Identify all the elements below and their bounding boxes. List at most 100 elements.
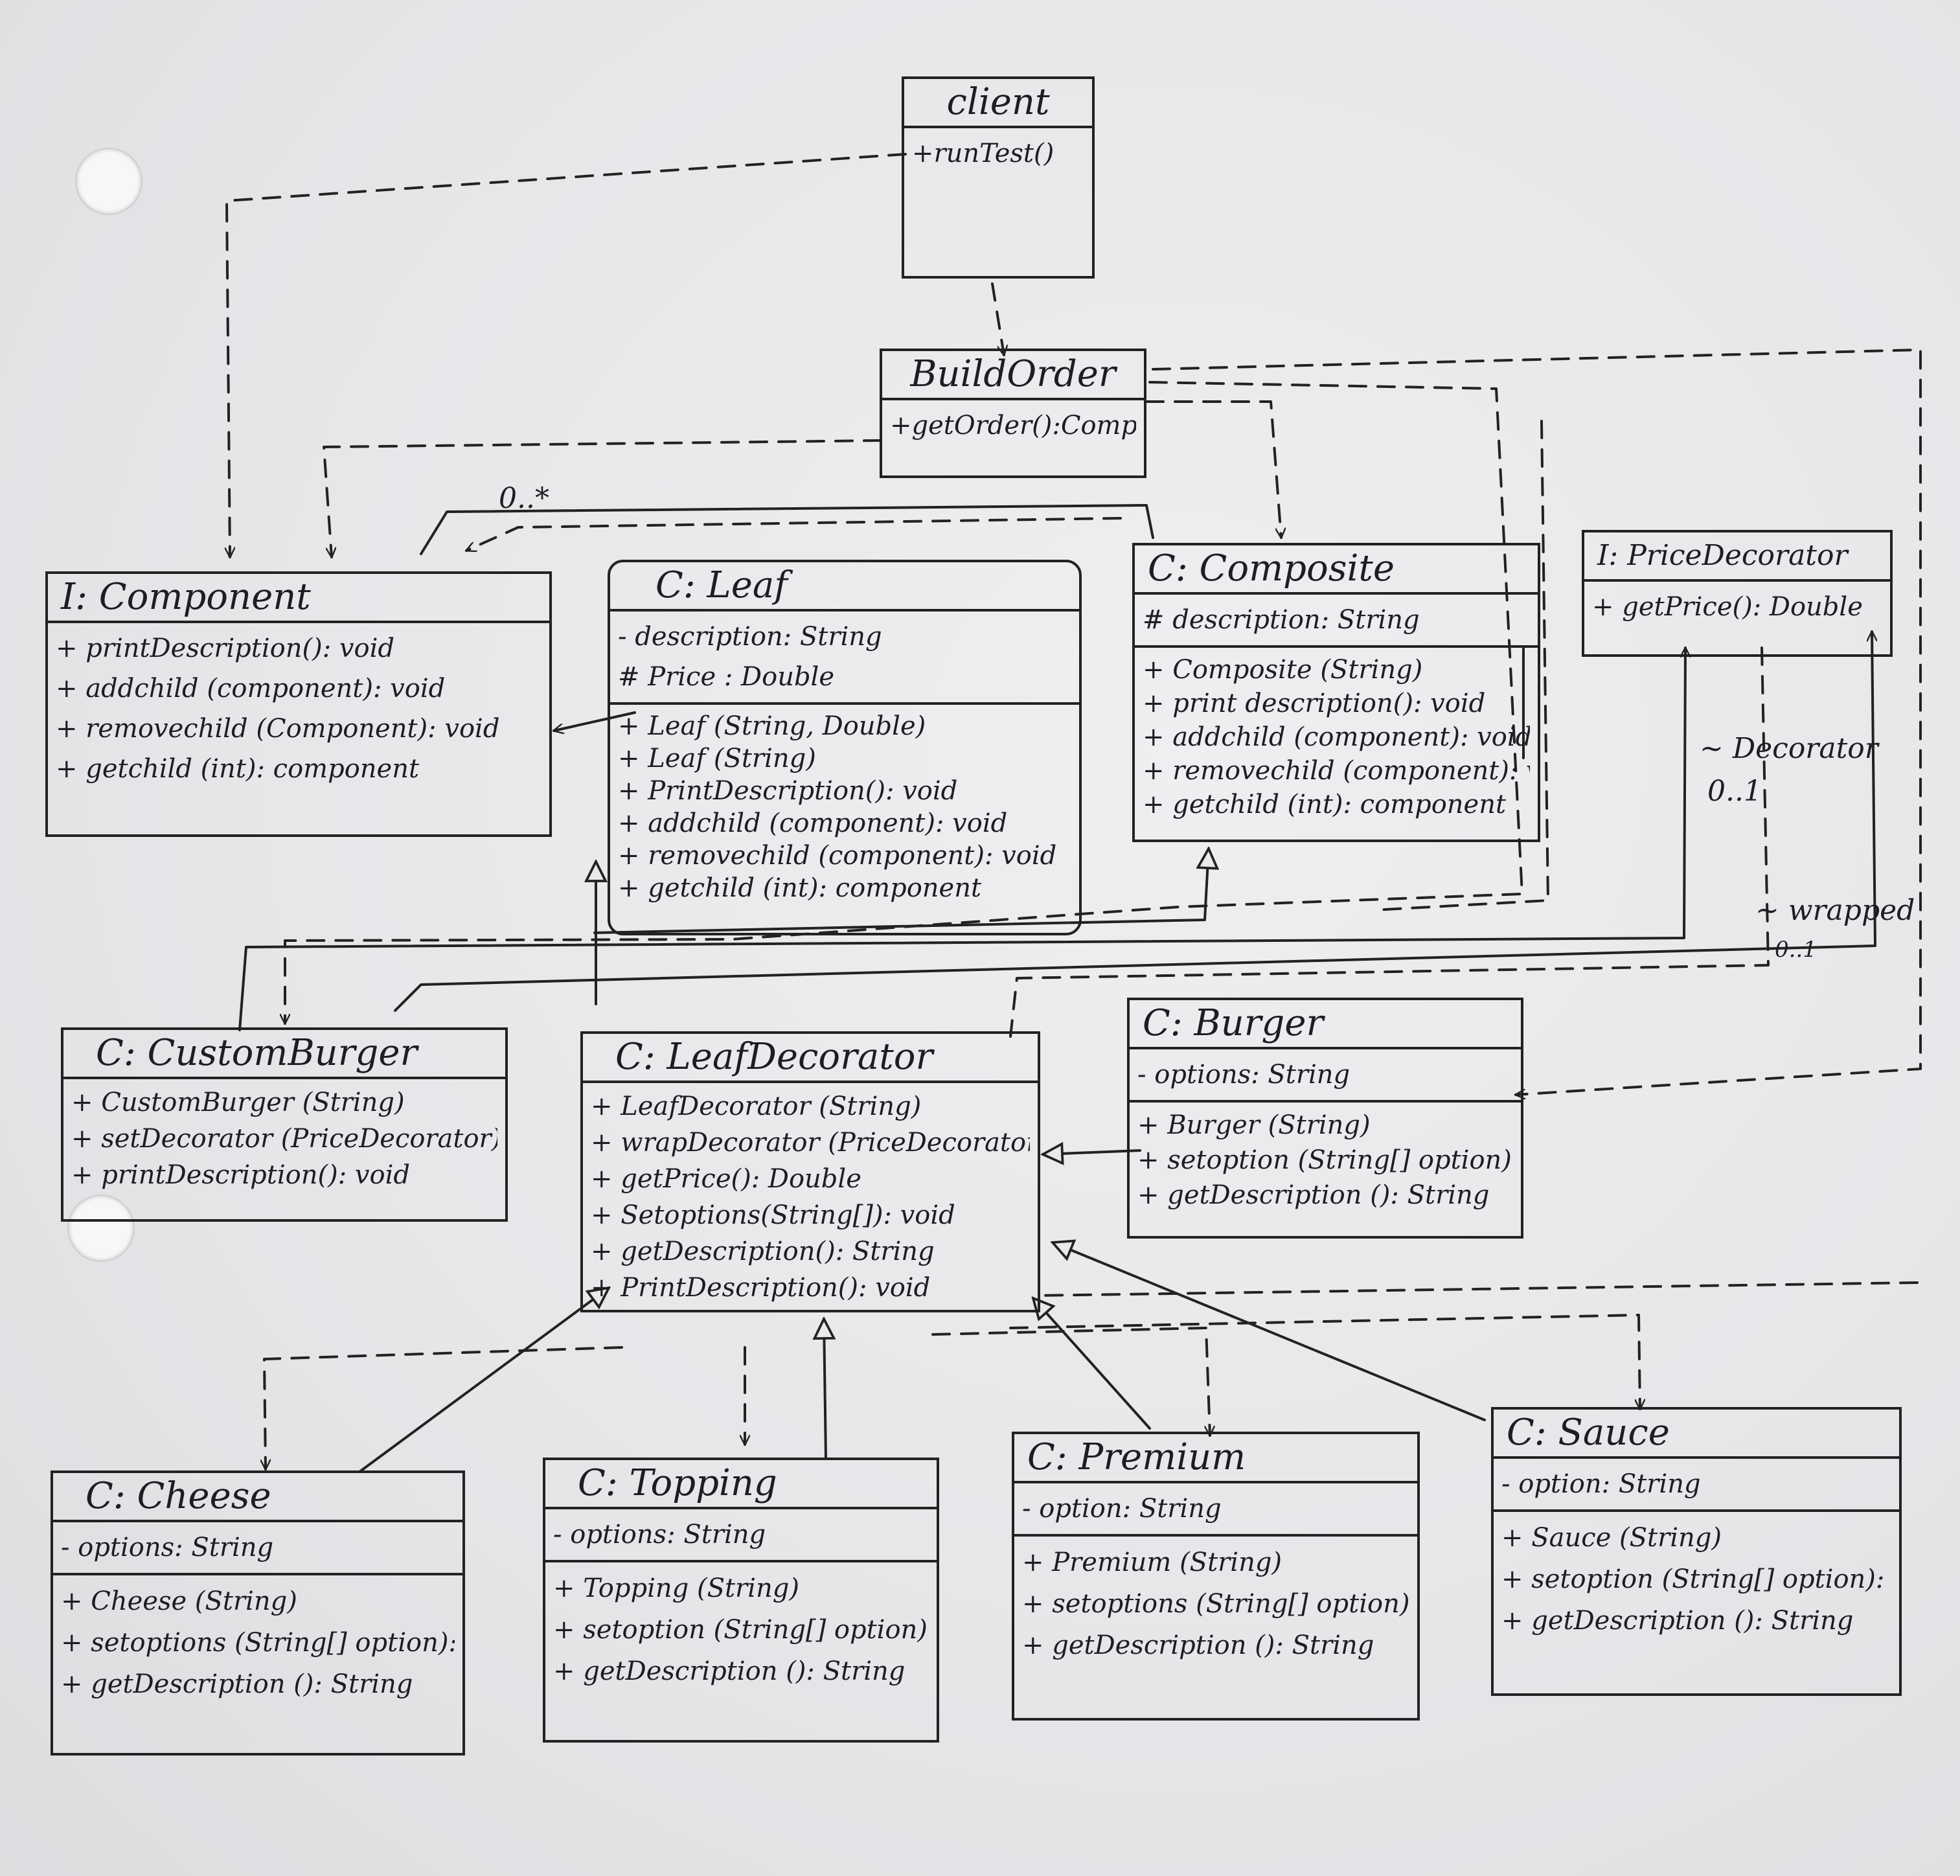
method-printdescription: + printDescription(): void xyxy=(56,634,394,663)
class-title: I: Component xyxy=(48,574,549,623)
class-title: C: Sauce xyxy=(1494,1410,1899,1459)
class-leafdecorator: C: LeafDecorator + LeafDecorator (String… xyxy=(580,1031,1040,1312)
class-methods: + Cheese (String) + setoptions (String[]… xyxy=(53,1575,462,1710)
method-getprice: + getPrice(): Double xyxy=(591,1164,861,1194)
method-getchild: + getchild (int): component xyxy=(1143,790,1507,819)
class-attributes: - option: String xyxy=(1494,1459,1899,1512)
dep-buildorder-burger xyxy=(285,381,1523,1025)
dep-leafdecorator-cheese xyxy=(264,1346,623,1470)
class-methods: + printDescription(): void + addchild (c… xyxy=(48,623,549,794)
class-methods: + LeafDecorator (String) + wrapDecorator… xyxy=(583,1083,1038,1311)
class-methods: + Premium (String) + setoptions (String[… xyxy=(1014,1537,1417,1671)
method-getprice: + getPrice(): Double xyxy=(1592,592,1863,622)
class-sauce: C: Sauce - option: String + Sauce (Strin… xyxy=(1491,1407,1902,1696)
class-pricedecorator: I: PriceDecorator + getPrice(): Double xyxy=(1582,530,1893,657)
class-composite: C: Composite # description: String + Com… xyxy=(1132,543,1540,842)
class-methods: + Composite (String) + print description… xyxy=(1135,648,1538,827)
method-leaf-ctor-2: + Leaf (String, Double) xyxy=(618,711,926,741)
class-leaf: C: Leaf - description: String # Price : … xyxy=(608,560,1082,935)
class-attributes: # description: String xyxy=(1135,595,1538,648)
class-title: C: CustomBurger xyxy=(63,1030,505,1079)
class-title: C: Composite xyxy=(1135,545,1538,595)
method-getchild: + getchild (int): component xyxy=(618,873,982,903)
class-methods: + Burger (String) + setoption (String[] … xyxy=(1130,1103,1521,1218)
attr-options: - options: String xyxy=(61,1533,274,1562)
method-customburger-ctor: + CustomBurger (String) xyxy=(71,1088,405,1117)
gen-premium-leafdecorator xyxy=(1033,1298,1151,1430)
multiplicity-wrapped-label: 0..1 xyxy=(1775,937,1817,963)
binder-hole-top xyxy=(75,148,142,215)
attr-option: - option: String xyxy=(1022,1494,1222,1524)
class-title: C: Leaf xyxy=(610,562,1079,612)
method-printdescription: + PrintDescription(): void xyxy=(618,776,958,806)
class-methods: +runTest() xyxy=(904,128,1092,179)
class-title: client xyxy=(904,79,1092,128)
method-addchild: + addchild (component): void xyxy=(1143,722,1530,752)
dep-leafdecorator-premium xyxy=(931,1327,1210,1437)
assoc-composite-component xyxy=(420,504,1154,555)
class-methods: +getOrder():Component xyxy=(882,400,1144,451)
gen-topping-leafdecorator xyxy=(824,1319,826,1460)
method-getdescription: + getDescription (): String xyxy=(61,1669,413,1699)
method-removechild: + removechild (Component): void xyxy=(56,714,500,744)
gen-composite-component xyxy=(593,849,1209,934)
method-printdescription: + PrintDescription(): void xyxy=(591,1273,931,1303)
method-leafdecorator-ctor: + LeafDecorator (String) xyxy=(591,1092,922,1121)
class-title: BuildOrder xyxy=(882,351,1144,400)
class-client: client +runTest() xyxy=(902,76,1095,279)
class-title: I: PriceDecorator xyxy=(1584,532,1890,582)
dep-client-buildorder xyxy=(991,282,1004,355)
method-getdescription: + getDescription (): String xyxy=(1022,1630,1374,1660)
dep-buildorder-pricedecorator xyxy=(1152,349,1922,1095)
role-decorator-label: ~ Decorator xyxy=(1700,732,1878,765)
method-setoptions: + setoptions (String[] option): void xyxy=(1022,1589,1409,1619)
class-cheese: C: Cheese - options: String + Cheese (St… xyxy=(51,1470,465,1756)
attr-options: - options: String xyxy=(553,1520,766,1550)
class-methods: + Topping (String) + setoption (String[]… xyxy=(545,1562,937,1697)
dep-pricedecorator-leafdecorator xyxy=(1035,1281,1919,1297)
class-topping: C: Topping - options: String + Topping (… xyxy=(543,1458,939,1743)
method-printdescription: + printDescription(): void xyxy=(71,1160,410,1190)
method-getorder: +getOrder():Component xyxy=(890,411,1136,440)
method-getdescription: + getDescription(): String xyxy=(591,1237,935,1266)
method-sauce-ctor: + Sauce (String) xyxy=(1501,1523,1722,1553)
method-setdecorator: + setDecorator (PriceDecorator) xyxy=(71,1124,497,1154)
class-burger: C: Burger - options: String + Burger (St… xyxy=(1127,998,1523,1239)
class-title: C: Burger xyxy=(1130,1000,1521,1049)
binder-hole-bottom xyxy=(67,1195,135,1262)
class-title: C: LeafDecorator xyxy=(583,1034,1038,1083)
class-attributes: - option: String xyxy=(1014,1483,1417,1537)
class-methods: + Leaf (String, Double) + Leaf (String) … xyxy=(610,705,1079,909)
class-buildorder: BuildOrder +getOrder():Component xyxy=(880,349,1146,478)
method-setoption: + setoption (String[] option) xyxy=(1137,1145,1512,1175)
method-setoption: + setoption (String[] option): void xyxy=(1501,1564,1891,1594)
class-title: C: Cheese xyxy=(53,1473,462,1522)
assoc-leafdecorator-pricedecorator xyxy=(394,630,1875,1012)
dep-buildorder-component xyxy=(323,439,882,558)
dep-composite-leaf xyxy=(466,517,1122,551)
method-setoptions: + Setoptions(String[]): void xyxy=(591,1200,955,1230)
method-composite-ctor: + Composite (String) xyxy=(1143,655,1423,685)
class-attributes: - options: String xyxy=(1130,1049,1521,1103)
class-title: C: Topping xyxy=(545,1460,937,1509)
method-cheese-ctor: + Cheese (String) xyxy=(61,1586,297,1616)
gen-cheese-leafdecorator xyxy=(358,1288,609,1473)
method-setoption: + setoption (String[] option): void xyxy=(553,1615,929,1645)
attr-description: # description: String xyxy=(1143,605,1420,635)
method-wrapdecorator: + wrapDecorator (PriceDecorator) xyxy=(591,1128,1030,1158)
method-leaf-ctor-1: + Leaf (String) xyxy=(618,744,816,773)
class-customburger: C: CustomBurger + CustomBurger (String) … xyxy=(61,1027,508,1222)
method-printdescription: + print description(): void xyxy=(1143,689,1486,718)
dep-buildorder-right xyxy=(1372,420,1549,911)
method-premium-ctor: + Premium (String) xyxy=(1022,1548,1282,1577)
class-methods: + CustomBurger (String) + setDecorator (… xyxy=(63,1079,505,1198)
class-component: I: Component + printDescription(): void … xyxy=(45,571,552,837)
gen-burger-leafdecorator xyxy=(1043,1150,1141,1154)
method-getchild: + getchild (int): component xyxy=(56,754,420,784)
method-getdescription: + getDescription (): String xyxy=(1501,1606,1854,1636)
method-removechild: + removechild (component): void xyxy=(1143,756,1530,786)
class-attributes: - options: String xyxy=(53,1522,462,1575)
method-removechild: + removechild (component): void xyxy=(618,841,1057,871)
dep-leafdecorator-sauce xyxy=(1009,1314,1640,1410)
